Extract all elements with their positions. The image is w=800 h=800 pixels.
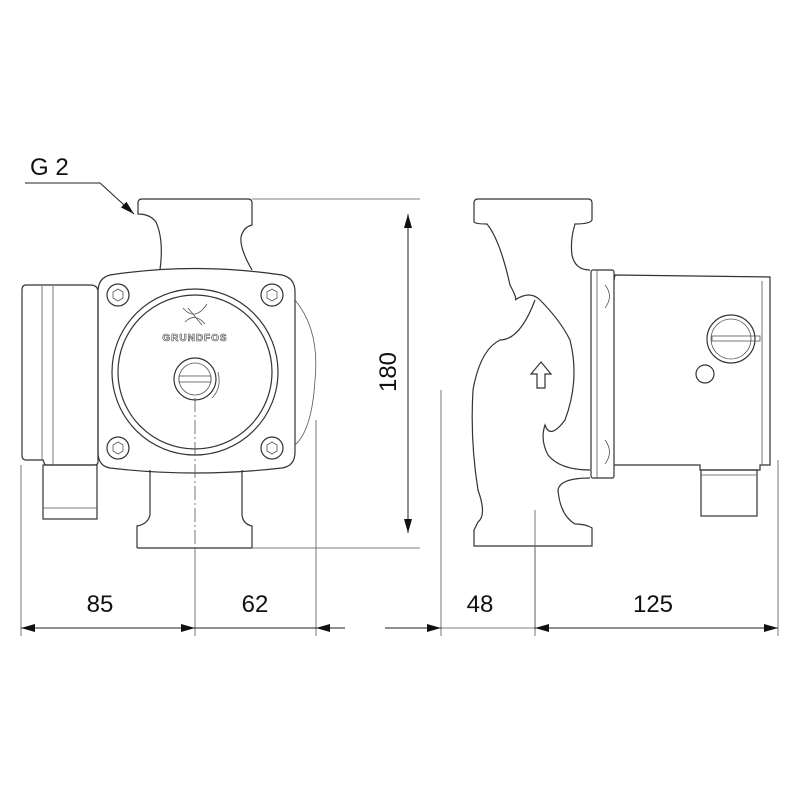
- motor-housing: [613, 274, 771, 471]
- side-pump-housing: [471, 198, 593, 547]
- side-view: [471, 198, 771, 630]
- grundfos-logo-icon: GRUNDFOS: [162, 303, 227, 344]
- bolt-top-right: [260, 283, 284, 307]
- dim-label-62: 62: [242, 591, 269, 618]
- indicator-light: [695, 364, 715, 384]
- leader-line: [25, 182, 135, 215]
- height-dimension: 180: [252, 198, 420, 549]
- thread-callout: G 2: [25, 154, 135, 215]
- speed-selector-knob-icon: [173, 357, 220, 401]
- thread-label: G 2: [30, 154, 69, 181]
- side-speed-selector-knob-icon: [706, 314, 761, 364]
- pump-housing-outline: [136, 198, 253, 549]
- terminal-box: [21, 284, 99, 466]
- cable-gland: [42, 464, 98, 520]
- dim-label-48: 48: [467, 591, 494, 618]
- height-label: 180: [375, 352, 402, 392]
- volute-outline: [294, 299, 317, 446]
- bottom-dimensions: 85 62 48 125: [20, 390, 779, 636]
- bolt-top-left: [106, 283, 130, 307]
- dim-label-125: 125: [633, 591, 673, 618]
- flow-direction-arrow-icon: [529, 361, 553, 389]
- dim-label-85: 85: [87, 591, 114, 618]
- brand-logo-text: GRUNDFOS: [162, 333, 227, 344]
- motor-flange: [590, 269, 615, 479]
- front-view: GRUNDFOS: [21, 198, 317, 549]
- side-cable-gland: [700, 469, 758, 517]
- bolt-bottom-left: [106, 436, 130, 460]
- bolt-bottom-right: [260, 436, 284, 460]
